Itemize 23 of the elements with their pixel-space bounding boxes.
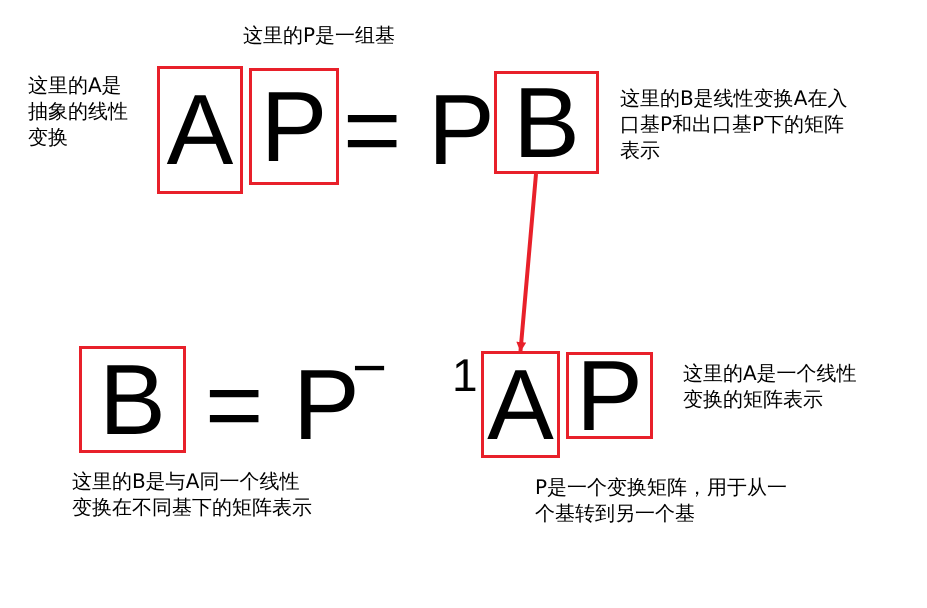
annotation-text: 这里的P是一组基	[243, 22, 396, 48]
highlight-box	[157, 66, 243, 194]
highlight-box	[79, 346, 186, 453]
math-symbol: P	[576, 346, 643, 446]
math-symbol: =	[343, 80, 402, 180]
highlight-box	[481, 351, 560, 458]
annotation-text: 这里的B是与A同一个线性变换在不同基下的矩阵表示	[72, 468, 312, 520]
math-symbol: A	[166, 80, 234, 180]
highlight-box	[249, 68, 339, 185]
math-symbol: P	[260, 76, 328, 176]
annotation-text: 这里的A是抽象的线性变换	[28, 72, 128, 150]
math-symbol: 1	[452, 352, 478, 398]
arrow	[516, 174, 538, 352]
math-symbol: =	[205, 355, 264, 455]
math-symbol: B	[513, 72, 580, 172]
math-symbol: A	[487, 354, 554, 454]
highlight-box	[494, 71, 599, 174]
highlight-box	[566, 352, 653, 439]
math-symbol: P	[428, 80, 495, 180]
math-symbol: B	[99, 350, 166, 450]
annotation-text: 这里的A是一个线性变换的矩阵表示	[683, 360, 858, 412]
annotation-text: P是一个变换矩阵，用于从一个基转到另一个基	[535, 474, 788, 526]
annotation-text: 这里的B是线性变换A在入口基P和出口基P下的矩阵表示	[620, 85, 848, 163]
